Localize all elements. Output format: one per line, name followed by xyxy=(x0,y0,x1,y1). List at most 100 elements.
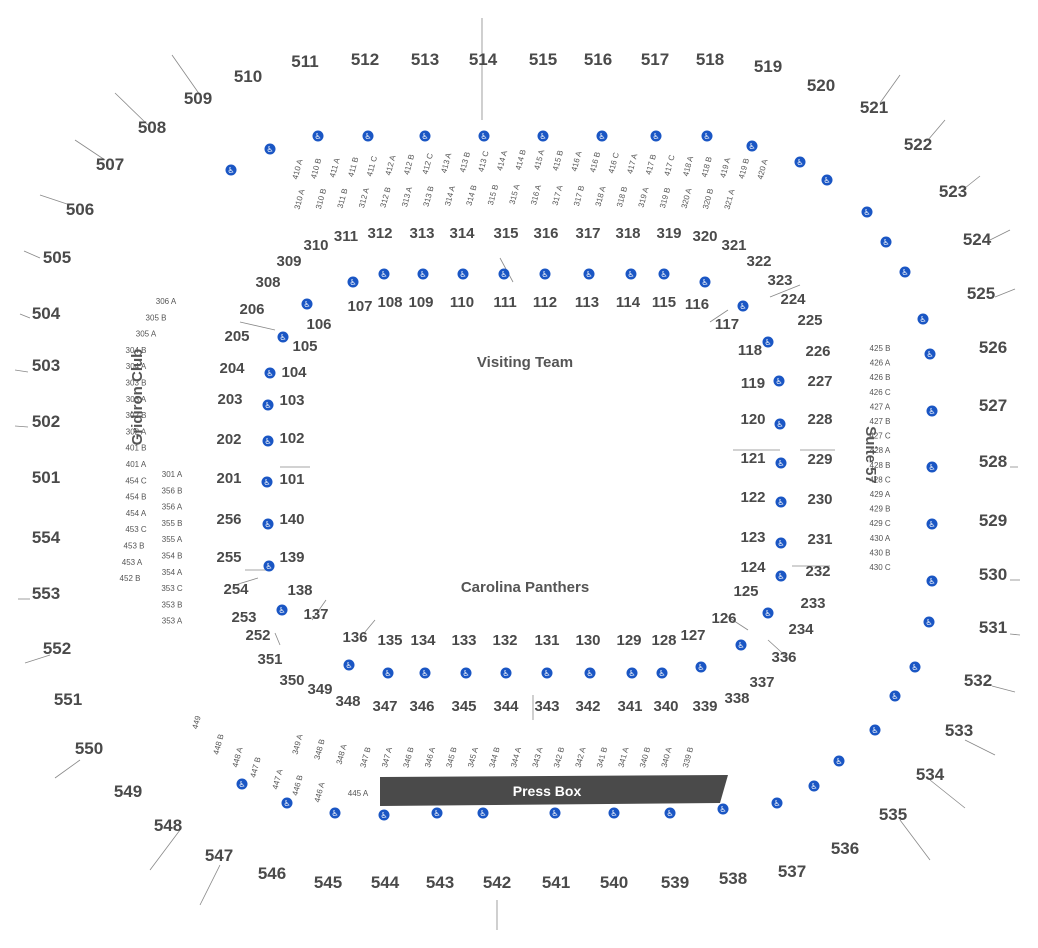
section-100[interactable]: 137 xyxy=(303,606,328,623)
section-200[interactable]: 204 xyxy=(219,360,245,377)
section-500[interactable]: 528 xyxy=(979,452,1007,471)
section-100[interactable]: 105 xyxy=(292,338,317,355)
section-500[interactable]: 510 xyxy=(234,67,262,86)
section-100[interactable]: 134 xyxy=(410,632,436,649)
section-100[interactable]: 106 xyxy=(306,316,331,333)
section-200[interactable]: 226 xyxy=(805,343,830,360)
section-100[interactable]: 101 xyxy=(279,471,304,488)
section-200[interactable]: 229 xyxy=(807,451,832,468)
section-100[interactable]: 124 xyxy=(740,559,766,576)
section-100[interactable]: 132 xyxy=(492,632,517,649)
section-100[interactable]: 123 xyxy=(740,529,765,546)
section-300[interactable]: 313 xyxy=(409,225,434,242)
section-300[interactable]: 323 xyxy=(767,272,792,289)
section-300[interactable]: 318 xyxy=(615,225,640,242)
section-200[interactable]: 253 xyxy=(231,609,256,626)
section-100[interactable]: 112 xyxy=(533,294,557,311)
section-500[interactable]: 509 xyxy=(184,89,212,108)
section-500[interactable]: 537 xyxy=(778,862,806,881)
section-100[interactable]: 118 xyxy=(738,342,762,359)
section-100[interactable]: 125 xyxy=(733,583,758,600)
section-500[interactable]: 506 xyxy=(66,200,94,219)
section-500[interactable]: 515 xyxy=(529,50,557,69)
section-100[interactable]: 128 xyxy=(651,632,676,649)
section-300[interactable]: 316 xyxy=(533,225,558,242)
section-100[interactable]: 140 xyxy=(279,511,304,528)
section-500[interactable]: 543 xyxy=(426,873,454,892)
section-500[interactable]: 524 xyxy=(963,230,992,249)
section-100[interactable]: 103 xyxy=(279,392,304,409)
section-500[interactable]: 520 xyxy=(807,76,835,95)
section-200[interactable]: 255 xyxy=(216,549,241,566)
section-500[interactable]: 507 xyxy=(96,155,124,174)
section-300[interactable]: 347 xyxy=(372,698,397,715)
section-300[interactable]: 350 xyxy=(279,672,304,689)
section-300[interactable]: 339 xyxy=(692,698,717,715)
section-500[interactable]: 544 xyxy=(371,873,400,892)
section-200[interactable]: 230 xyxy=(807,491,832,508)
section-300[interactable]: 348 xyxy=(335,693,360,710)
section-100[interactable]: 116 xyxy=(685,296,709,313)
section-300[interactable]: 337 xyxy=(749,674,774,691)
section-100[interactable]: 113 xyxy=(575,294,599,311)
section-500[interactable]: 517 xyxy=(641,50,669,69)
section-500[interactable]: 541 xyxy=(542,873,570,892)
section-200[interactable]: 225 xyxy=(797,312,822,329)
section-500[interactable]: 534 xyxy=(916,765,945,784)
section-100[interactable]: 126 xyxy=(711,610,736,627)
section-100[interactable]: 108 xyxy=(377,294,402,311)
section-100[interactable]: 119 xyxy=(741,375,765,392)
section-100[interactable]: 117 xyxy=(715,316,739,333)
section-200[interactable]: 256 xyxy=(216,511,241,528)
section-200[interactable]: 227 xyxy=(807,373,832,390)
section-100[interactable]: 139 xyxy=(279,549,304,566)
section-300[interactable]: 320 xyxy=(692,228,717,245)
section-500[interactable]: 503 xyxy=(32,356,60,375)
section-300[interactable]: 345 xyxy=(451,698,476,715)
section-500[interactable]: 535 xyxy=(879,805,907,824)
section-300[interactable]: 349 xyxy=(307,681,332,698)
section-300[interactable]: 338 xyxy=(724,690,749,707)
section-200[interactable]: 233 xyxy=(800,595,825,612)
section-500[interactable]: 550 xyxy=(75,739,103,758)
section-200[interactable]: 224 xyxy=(780,291,806,308)
section-300[interactable]: 340 xyxy=(653,698,678,715)
section-300[interactable]: 315 xyxy=(493,225,518,242)
section-200[interactable]: 202 xyxy=(216,431,241,448)
section-300[interactable]: 308 xyxy=(255,274,280,291)
section-500[interactable]: 545 xyxy=(314,873,342,892)
section-500[interactable]: 538 xyxy=(719,869,747,888)
section-500[interactable]: 553 xyxy=(32,584,60,603)
section-100[interactable]: 135 xyxy=(377,632,402,649)
section-300[interactable]: 344 xyxy=(493,698,519,715)
section-200[interactable]: 232 xyxy=(805,563,830,580)
section-300[interactable]: 314 xyxy=(449,225,475,242)
section-500[interactable]: 512 xyxy=(351,50,379,69)
section-100[interactable]: 102 xyxy=(279,430,304,447)
section-500[interactable]: 521 xyxy=(860,98,888,117)
section-100[interactable]: 110 xyxy=(450,294,474,311)
section-300[interactable]: 343 xyxy=(534,698,559,715)
section-500[interactable]: 504 xyxy=(32,304,61,323)
section-200[interactable]: 205 xyxy=(224,328,249,345)
section-500[interactable]: 547 xyxy=(205,846,233,865)
section-100[interactable]: 114 xyxy=(616,294,641,311)
section-300[interactable]: 342 xyxy=(575,698,600,715)
section-200[interactable]: 206 xyxy=(239,301,264,318)
section-200[interactable]: 234 xyxy=(788,621,814,638)
section-500[interactable]: 501 xyxy=(32,468,60,487)
section-100[interactable]: 120 xyxy=(740,411,765,428)
section-300[interactable]: 341 xyxy=(617,698,642,715)
section-200[interactable]: 231 xyxy=(807,531,832,548)
section-100[interactable]: 109 xyxy=(408,294,433,311)
section-200[interactable]: 203 xyxy=(217,391,242,408)
section-500[interactable]: 549 xyxy=(114,782,142,801)
section-500[interactable]: 542 xyxy=(483,873,511,892)
section-500[interactable]: 516 xyxy=(584,50,612,69)
section-100[interactable]: 104 xyxy=(281,364,307,381)
section-100[interactable]: 107 xyxy=(347,298,372,315)
section-300[interactable]: 321 xyxy=(721,237,746,254)
section-500[interactable]: 525 xyxy=(967,284,995,303)
section-500[interactable]: 519 xyxy=(754,57,782,76)
section-100[interactable]: 111 xyxy=(493,294,516,311)
